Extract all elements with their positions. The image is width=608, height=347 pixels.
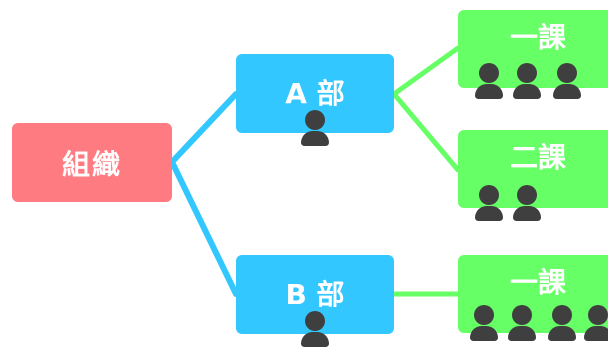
- person-icon: [475, 63, 503, 99]
- person-body: [513, 206, 541, 221]
- connector-dept-a-to-section-1: [391, 45, 461, 97]
- connector-root-to-dept-b: [169, 159, 239, 297]
- department-label: A 部: [285, 76, 345, 110]
- section-label: 二課: [509, 141, 566, 174]
- person-head: [517, 63, 537, 83]
- person-body: [301, 131, 329, 146]
- connector-dept-a-to-section-2: [391, 91, 461, 173]
- person-head: [552, 305, 572, 325]
- person-icon: [513, 185, 541, 221]
- person-head: [479, 63, 499, 83]
- connector-root-to-dept-a: [169, 91, 239, 165]
- person-head: [517, 185, 537, 205]
- person-body: [475, 206, 503, 221]
- person-head: [305, 110, 325, 130]
- person-body: [584, 326, 608, 341]
- person-icon: [584, 305, 608, 341]
- person-icon: [301, 311, 329, 347]
- root-node: 組織: [12, 123, 172, 202]
- person-icon: [513, 63, 541, 99]
- department-label: B 部: [285, 277, 345, 311]
- section-label: 一課: [509, 266, 566, 299]
- person-icon: [475, 185, 503, 221]
- person-icon: [548, 305, 576, 341]
- person-icon: [470, 305, 498, 341]
- person-head: [557, 63, 577, 83]
- section-node-b-1: 一課: [458, 255, 608, 333]
- person-body: [470, 326, 498, 341]
- person-head: [512, 305, 532, 325]
- person-head: [305, 311, 325, 331]
- person-head: [474, 305, 494, 325]
- person-head: [479, 185, 499, 205]
- section-label: 一課: [509, 21, 566, 54]
- person-icon: [508, 305, 536, 341]
- person-body: [548, 326, 576, 341]
- person-body: [513, 84, 541, 99]
- person-icon: [301, 110, 329, 146]
- person-body: [553, 84, 581, 99]
- person-body: [301, 332, 329, 347]
- person-body: [508, 326, 536, 341]
- person-head: [588, 305, 608, 325]
- person-icon: [553, 63, 581, 99]
- root-label: 組織: [61, 147, 122, 181]
- person-body: [475, 84, 503, 99]
